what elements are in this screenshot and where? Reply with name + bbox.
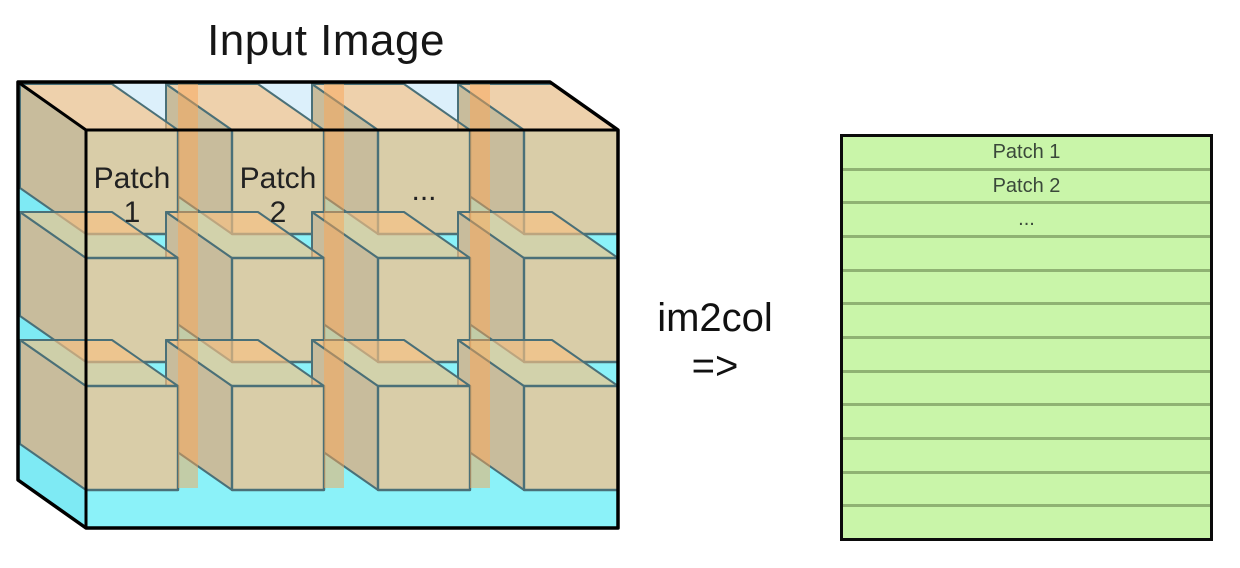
patch-label: ... [411,174,436,207]
matrix-row-label: Patch 2 [992,174,1061,197]
patch-overlap-band [324,84,344,488]
operation-label: im2col [657,296,773,340]
matrix-row [843,302,1210,336]
matrix-row [843,268,1210,303]
patch-overlap-band [470,84,490,488]
slab-outline [16,80,620,530]
patch-front-face [522,384,620,492]
patch-overlap-band [178,84,198,488]
patch-label: Patch [240,162,317,195]
slab-top-left-edge [16,80,88,132]
matrix-row: Patch 1 [843,137,1210,168]
arrow-icon: => [691,344,739,388]
input-image-diagram: Patch1Patch2... [16,80,620,530]
im2col-matrix: Patch 1 Patch 2... [840,134,1213,541]
matrix-row [843,369,1210,404]
matrix-row: ... [843,201,1210,235]
patch-front-face [84,384,180,492]
matrix-row-label: ... [1018,208,1035,231]
patch-front-face [230,384,326,492]
matrix-row [843,504,1210,538]
matrix-row [843,336,1210,370]
matrix-row-label: Patch 1 [992,140,1061,163]
patch-label: 2 [270,196,287,229]
patch-label: 1 [124,196,141,229]
matrix-row [843,437,1210,471]
patch-label: Patch [94,162,171,195]
operation-block: im2col => [630,296,800,392]
matrix-row [843,235,1210,269]
diagram-title: Input Image [207,16,445,65]
matrix-row [843,403,1210,437]
patch-front-face [376,384,472,492]
matrix-row: Patch 2 [843,167,1210,202]
matrix-row [843,470,1210,505]
